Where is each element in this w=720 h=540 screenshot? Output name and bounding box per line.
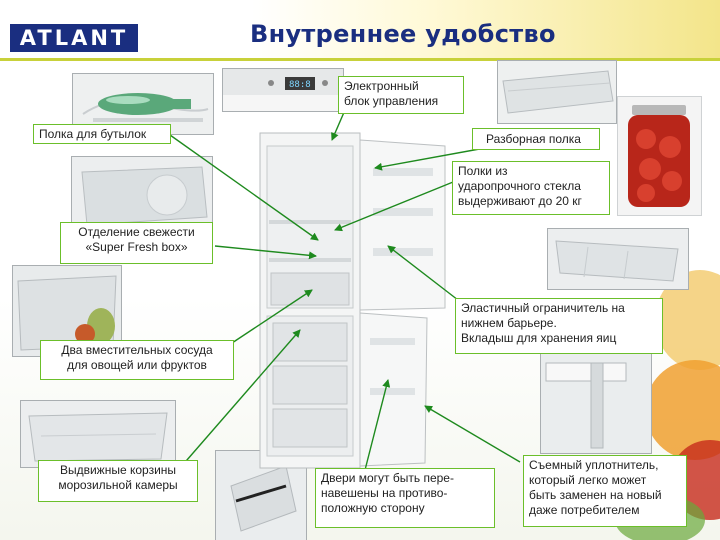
callout-line: морозильной камеры: [58, 478, 178, 492]
callout-limiter: Эластичный ограничитель на нижнем барьер…: [455, 298, 663, 354]
callout-line: «Super Fresh box»: [85, 240, 188, 254]
control-panel-photo: 88:8: [222, 68, 344, 112]
callout-line: нижнем барьере.: [461, 316, 557, 330]
basket-icon: [21, 401, 175, 467]
control-panel-icon: 88:8: [223, 69, 343, 111]
callout-line: Полка для бутылок: [39, 127, 147, 141]
callout-removable-shelf: Разборная полка: [472, 128, 600, 150]
egg-tray-icon: [548, 229, 688, 289]
callout-freezer-baskets: Выдвижные корзины морозильной камеры: [38, 460, 198, 502]
callout-line: Два вместительных сосуда: [61, 343, 213, 357]
callout-line: блок управления: [344, 94, 439, 108]
callout-line: Съемный уплотнитель,: [529, 458, 659, 472]
display-readout: 88:8: [289, 80, 311, 90]
callout-seal: Съемный уплотнитель, который легко может…: [523, 455, 687, 527]
callout-glass-shelves: Полки из ударопрочного стекла выдерживаю…: [452, 161, 610, 215]
callout-line: для овощей или фруктов: [67, 358, 207, 372]
freezer-basket-photo: [20, 400, 176, 468]
page-title: Внутреннее удобство: [250, 20, 556, 48]
callout-line: выдерживают до 20 кг: [458, 194, 582, 208]
callout-line: Отделение свежести: [78, 225, 195, 239]
callout-line: Эластичный ограничитель на: [461, 301, 625, 315]
egg-tray-photo: [547, 228, 689, 290]
callout-bottle-shelf: Полка для бутылок: [33, 124, 171, 144]
callout-line: быть заменен на новый: [529, 488, 662, 502]
callout-line: Двери могут быть пере-: [321, 471, 454, 485]
callout-line: ударопрочного стекла: [458, 179, 581, 193]
shelf-icon: [498, 61, 616, 123]
tomato-jar-photo: [617, 96, 702, 216]
removable-shelf-photo: [497, 60, 617, 124]
callout-line: Выдвижные корзины: [59, 463, 177, 477]
callout-line: положную сторону: [321, 501, 425, 515]
fresh-box-icon: [72, 157, 212, 231]
fresh-box-photo: [71, 156, 213, 232]
atlant-logo: ATLANT: [10, 24, 138, 52]
callout-line: навешены на противо-: [321, 486, 448, 500]
jar-icon: [618, 97, 701, 215]
callout-line: Вкладыш для хранения яиц: [461, 331, 617, 345]
callout-line: Разборная полка: [486, 132, 581, 146]
header-divider: [0, 58, 720, 61]
logo-text: ATLANT: [19, 26, 129, 50]
callout-doors: Двери могут быть пере- навешены на проти…: [315, 468, 495, 528]
callout-line: Электронный: [344, 79, 419, 93]
callout-line: который легко может: [529, 473, 647, 487]
callout-line: Полки из: [458, 164, 508, 178]
callout-fresh-box: Отделение свежести «Super Fresh box»: [60, 222, 213, 264]
callout-control-unit: Электронный блок управления: [338, 76, 464, 114]
refrigerator-image: [259, 132, 446, 469]
seal-icon: [541, 353, 651, 453]
callout-veg-containers: Два вместительных сосуда для овощей или …: [40, 340, 234, 380]
seal-photo: [540, 352, 652, 454]
callout-line: даже потребителем: [529, 503, 640, 517]
